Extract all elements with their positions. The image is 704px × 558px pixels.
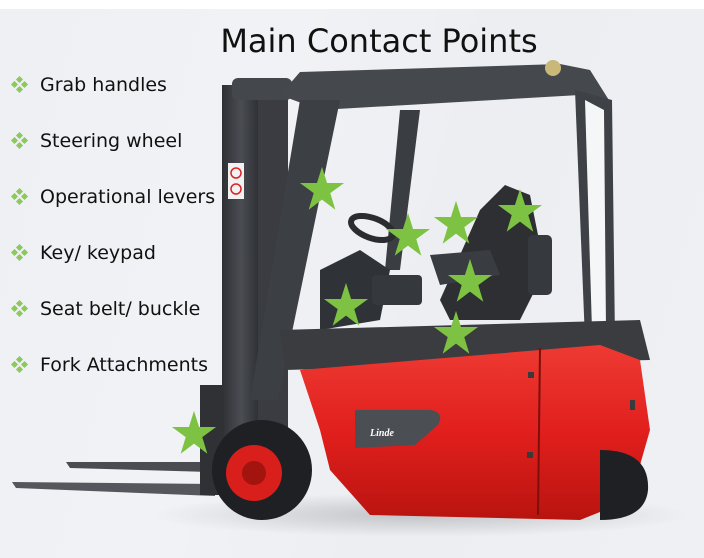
star-icon — [171, 410, 217, 456]
star-icon — [447, 258, 493, 304]
contact-points-list: Grab handles Steering wheel Operational … — [10, 57, 215, 393]
forklift-illustration: Linde — [12, 60, 690, 537]
star-icon — [433, 310, 479, 356]
brand-logo: Linde — [369, 428, 394, 439]
list-item: Operational levers — [10, 169, 215, 225]
diamond-cluster-icon — [10, 75, 40, 95]
list-item-label: Operational levers — [40, 186, 216, 208]
list-item: Grab handles — [10, 57, 215, 113]
star-icon — [497, 188, 543, 234]
star-icon — [385, 212, 431, 258]
diamond-cluster-icon — [10, 187, 40, 207]
list-item: Fork Attachments — [10, 337, 215, 393]
list-item-label: Seat belt/ buckle — [40, 298, 201, 320]
list-item-label: Grab handles — [40, 74, 167, 96]
slide: Linde Main Contact Points Grab handles S… — [0, 9, 704, 558]
page-title: Main Contact Points — [220, 22, 538, 60]
star-icon — [433, 200, 479, 246]
star-icon — [323, 282, 369, 328]
diamond-cluster-icon — [10, 131, 40, 151]
list-item-label: Key/ keypad — [40, 242, 156, 264]
list-item-label: Steering wheel — [40, 130, 183, 152]
star-icon — [299, 166, 345, 212]
diamond-cluster-icon — [10, 243, 40, 263]
list-item: Steering wheel — [10, 113, 215, 169]
list-item: Key/ keypad — [10, 225, 215, 281]
list-item-label: Fork Attachments — [40, 354, 209, 376]
diamond-cluster-icon — [10, 299, 40, 319]
list-item: Seat belt/ buckle — [10, 281, 215, 337]
diamond-cluster-icon — [10, 355, 40, 375]
